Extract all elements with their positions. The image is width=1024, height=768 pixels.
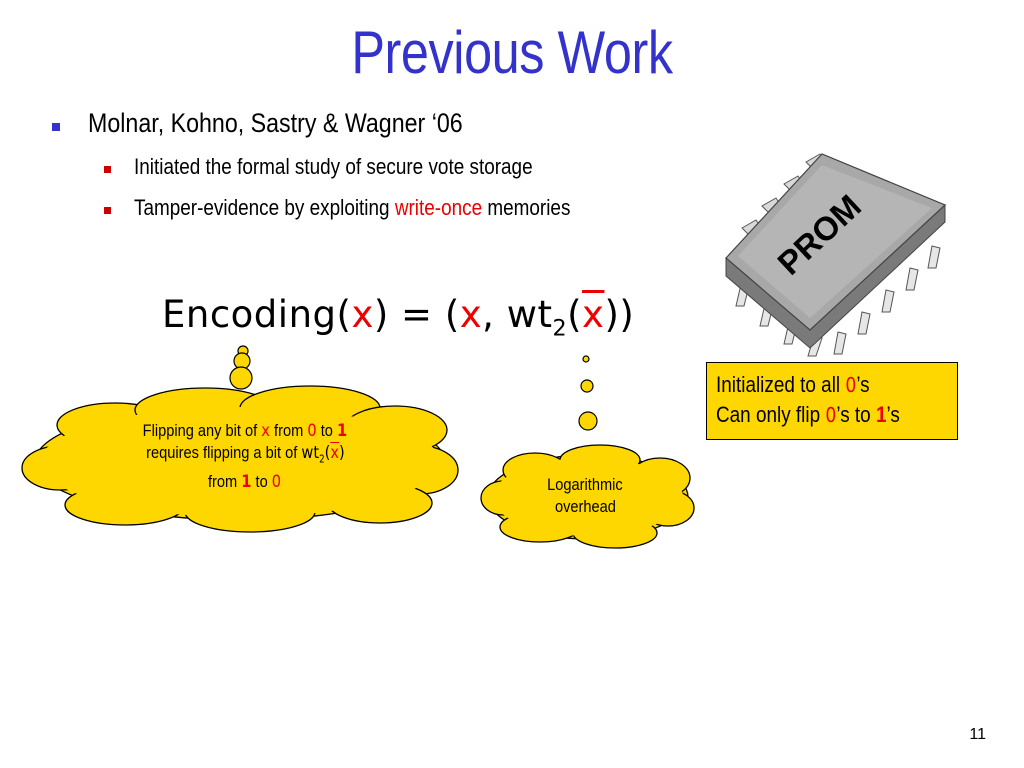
bullet-square-icon	[52, 123, 60, 131]
cloud-left-text: Flipping any bit of x from 0 to 1 requir…	[50, 420, 440, 493]
bullet-formal-study: Initiated the formal study of secure vot…	[134, 154, 533, 179]
cloud-left-line3: from 1 to 0	[208, 472, 282, 493]
thought-dot-6	[578, 411, 598, 431]
page-number: 11	[969, 726, 986, 743]
cloud-left-line1: Flipping any bit of x from 0 to 1	[142, 421, 348, 441]
cloud-left-line2: requires flipping a bit of wt2(x)	[145, 443, 345, 466]
sub-bullet-square-icon	[104, 207, 111, 214]
prom-chip-icon	[725, 153, 947, 357]
bullet-authors: Molnar, Kohno, Sastry & Wagner ‘06	[88, 108, 463, 138]
cloud-right-line1: Logarithmic	[547, 475, 623, 494]
prom-info-line2: Can only flip 0’s to 1’s	[716, 402, 900, 427]
bullet-tamper-evidence: Tamper-evidence by exploiting write-once…	[134, 195, 571, 220]
write-once-highlight: write-once	[394, 195, 483, 220]
prom-info-box: Initialized to all 0’s Can only flip 0’s…	[706, 362, 958, 440]
thought-dot-3	[229, 366, 253, 390]
sub-bullet-square-icon	[104, 166, 111, 173]
thought-dot-5	[580, 379, 594, 393]
slide-title: Previous Work	[351, 19, 673, 86]
cloud-right-text: Logarithmic overhead	[500, 474, 670, 518]
cloud-right-line2: overhead	[554, 497, 616, 516]
encoding-formula: Encoding(x) = (x, wt2(x))	[162, 293, 635, 342]
prom-info-line1: Initialized to all 0’s	[716, 372, 870, 397]
thought-dot-4	[582, 355, 590, 363]
